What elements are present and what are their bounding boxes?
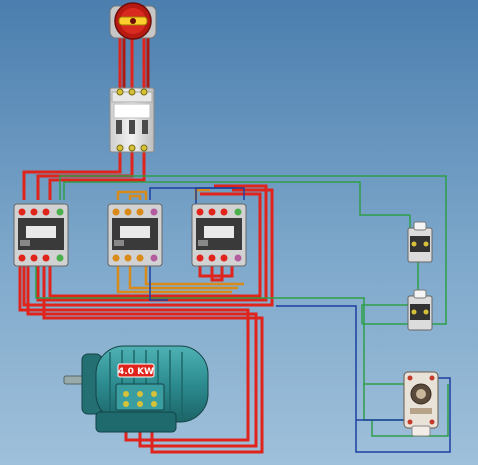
control-wiring bbox=[35, 175, 451, 453]
push-button-1[interactable] bbox=[407, 221, 433, 263]
contactor-3[interactable] bbox=[191, 203, 247, 267]
push-button-2[interactable] bbox=[407, 289, 433, 331]
rotary-isolator-switch-icon[interactable] bbox=[109, 2, 157, 40]
circuit-breaker[interactable] bbox=[109, 87, 155, 153]
power-wiring bbox=[18, 35, 274, 454]
contactor-1[interactable] bbox=[13, 203, 69, 267]
motor-rating-badge: 4.0 KW bbox=[117, 363, 155, 378]
timer-relay[interactable] bbox=[403, 371, 439, 437]
contactor-2[interactable] bbox=[107, 203, 163, 267]
motor-rating-label: 4.0 KW bbox=[118, 367, 154, 377]
